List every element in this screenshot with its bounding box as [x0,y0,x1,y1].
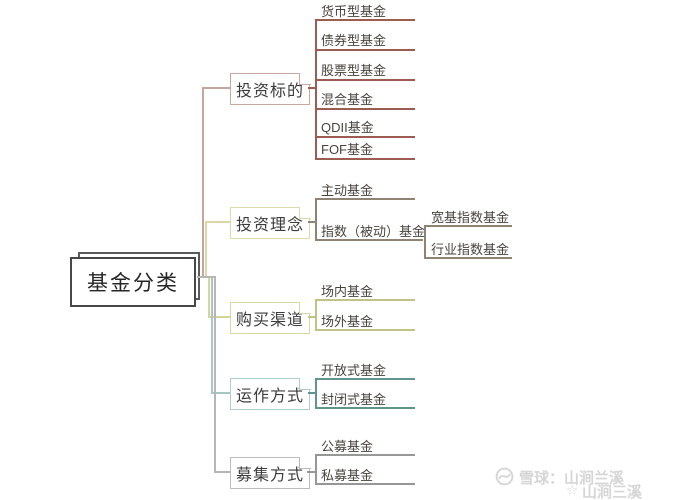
branch5-stub-line [307,471,317,473]
star-icon: ☆ [566,482,579,498]
leaf-exchange-traded-fund[interactable]: 场内基金 [321,284,374,299]
connector-root-branch2 [205,221,230,223]
leaf-underline [315,136,415,138]
leaf-private-fund[interactable]: 私募基金 [321,468,374,483]
branch4-children-bracket [315,378,317,409]
connector-root-branch5 [214,276,216,473]
leaf-open-end-fund[interactable]: 开放式基金 [321,363,387,378]
branch3-stub-line [308,316,317,318]
leaf-underline [315,158,415,160]
folded-corner-icon [298,72,311,85]
branch-node-purchase-channel[interactable]: 购买渠道 [230,301,311,334]
leaf-hybrid-fund[interactable]: 混合基金 [321,92,374,107]
watermark-platform-text: 雪球：山涧兰溪 [519,470,625,487]
leaf-underline [315,483,415,485]
leaf-underline [315,329,415,331]
leaf-bond-fund[interactable]: 债券型基金 [321,33,387,48]
branch-label: 募集方式 [235,467,304,484]
leaf-qdii-fund[interactable]: QDII基金 [321,120,374,135]
leaf-closed-end-fund[interactable]: 封闭式基金 [321,392,387,407]
branch-node-investment-target[interactable]: 投资标的 [230,72,311,105]
folded-corner-icon [298,456,311,469]
folded-corner-icon [298,301,311,314]
leaf-underline [315,198,415,200]
branch-node-operation-mode[interactable]: 运作方式 [230,377,311,410]
connector-root-branch3 [208,276,210,318]
connector-root-branch2 [205,221,207,277]
branch3-children-bracket [315,299,317,331]
leaf-underline [315,378,415,380]
leaf-active-fund[interactable]: 主动基金 [321,183,374,198]
leaf-underline [315,407,415,409]
root-node[interactable]: 基金分类 [70,257,196,307]
leaf-underline [424,257,512,259]
connector-root-branch4 [211,392,230,394]
branch-label: 投资理念 [235,217,304,234]
leaf-stock-fund[interactable]: 股票型基金 [321,63,387,78]
leaf-underline [315,79,415,81]
watermark-author-text: 山涧三溪 [582,484,643,500]
leaf-index-passive-fund[interactable]: 指数（被动）基金 [321,224,426,239]
connector-root-branch3 [208,316,230,318]
branch-node-investment-philosophy[interactable]: 投资理念 [230,206,311,239]
leaf-underline [315,19,415,21]
leaf-money-fund[interactable]: 货币型基金 [321,4,387,19]
branch5-children-bracket [315,454,317,485]
branch-label: 购买渠道 [235,312,304,329]
root-label: 基金分类 [87,272,179,295]
folded-corner-icon [298,377,311,390]
branch1-stub-line [308,87,317,89]
leaf-otc-fund[interactable]: 场外基金 [321,314,374,329]
leaf-underline [315,239,423,241]
branch2-children-bracket [315,198,317,240]
leaf-fof-fund[interactable]: FOF基金 [321,142,373,157]
leaf-sector-index-fund[interactable]: 行业指数基金 [431,242,510,257]
connector-root-branch1 [202,87,204,277]
branch2-stub-line [308,221,317,223]
branch4-stub-line [308,392,317,394]
leaf-underline [315,108,415,110]
leaf-public-fund[interactable]: 公募基金 [321,439,374,454]
branch1-children-bracket [315,19,317,159]
branch-label: 投资标的 [235,83,304,100]
connector-root-branch5 [214,471,230,473]
folded-corner-icon [298,206,311,219]
leaf-broad-index-fund[interactable]: 宽基指数基金 [431,210,510,225]
branch-node-fundraising-mode[interactable]: 募集方式 [230,456,311,489]
connector-root-branch1 [202,87,230,89]
xueqiu-snowball-icon [495,467,514,486]
branch-label: 运作方式 [235,388,304,405]
leaf-underline [424,225,512,227]
leaf-underline [315,299,415,301]
index-fund-children-bracket [424,225,426,258]
leaf-underline [315,454,415,456]
leaf-underline [315,49,415,51]
connector-root-branch5 [197,276,216,278]
connector-root-branch4 [211,276,213,394]
